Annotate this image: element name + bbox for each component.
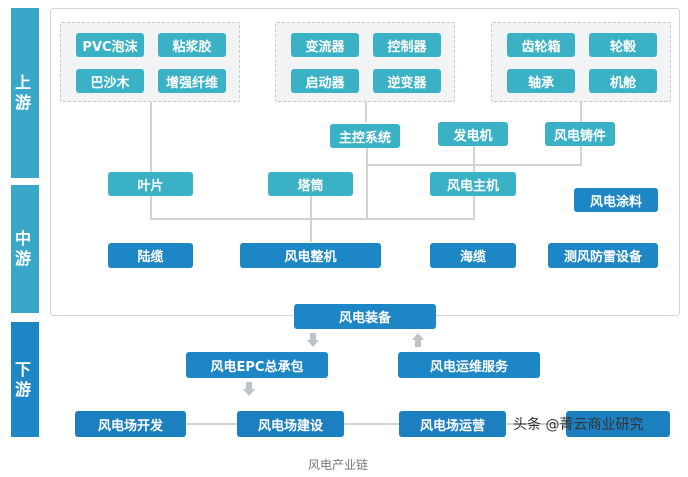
connector	[367, 164, 581, 166]
material-adhesive: 粘浆胶	[158, 33, 226, 57]
wind-farm-chain-end	[566, 411, 670, 437]
stage-upstream-label: 上游	[14, 73, 35, 112]
arrow-down-shaft	[246, 382, 252, 389]
wind-castings: 风电铸件	[545, 122, 615, 146]
material-balsa: 巴沙木	[76, 69, 144, 93]
wind-turbine-main: 风电主机	[430, 172, 516, 196]
chain-connector	[506, 423, 566, 425]
stage-midstream-label: 中游	[14, 229, 35, 268]
sea-cable: 海缆	[430, 243, 516, 268]
chain-connector	[186, 423, 238, 425]
diagram-caption: 风电产业链	[308, 458, 369, 472]
connector	[150, 102, 152, 219]
stage-upstream: 上游	[11, 8, 39, 178]
converter: 变流器	[291, 33, 359, 57]
stage-downstream: 下游	[11, 322, 39, 437]
watermark: 头条 @菁云商业研究	[513, 417, 644, 433]
connector	[366, 148, 368, 218]
arrow-up-icon	[412, 333, 424, 340]
wind-coating: 风电涂料	[574, 188, 658, 212]
bearing: 轴承	[507, 69, 575, 93]
connector	[580, 102, 582, 122]
wind-equipment: 风电装备	[294, 304, 436, 329]
controller: 控制器	[373, 33, 441, 57]
stage-downstream-label: 下游	[14, 359, 35, 399]
connector	[473, 146, 475, 174]
stage-midstream: 中游	[11, 185, 39, 313]
wind-farm-operation: 风电场运营	[399, 411, 506, 437]
chain-connector	[344, 423, 400, 425]
connector	[310, 196, 312, 242]
arrow-down-icon	[243, 389, 255, 396]
wind-epc-contract: 风电EPC总承包	[186, 352, 328, 378]
wind-farm-construction: 风电场建设	[237, 411, 344, 437]
wind-farm-development: 风电场开发	[75, 411, 186, 437]
wind-om-service: 风电运维服务	[398, 352, 540, 378]
starter: 启动器	[291, 69, 359, 93]
hub: 轮毂	[589, 33, 657, 57]
inverter: 逆变器	[373, 69, 441, 93]
connector	[580, 146, 582, 166]
gearbox: 齿轮箱	[507, 33, 575, 57]
arrow-down-shaft	[310, 333, 316, 340]
tower: 塔筒	[268, 172, 353, 196]
generator: 发电机	[438, 122, 508, 146]
complete-turbine: 风电整机	[240, 243, 381, 268]
connector	[473, 196, 475, 220]
material-pvc-foam: PVC泡沫	[76, 33, 144, 57]
connector	[150, 218, 475, 220]
arrow-down-icon	[307, 340, 319, 347]
wind-measure-lightning-equipment: 测风防雷设备	[548, 243, 658, 268]
material-fiber: 增强纤维	[158, 69, 226, 93]
land-cable: 陆缆	[108, 243, 193, 268]
arrow-up-shaft	[415, 340, 421, 347]
main-control-system: 主控系统	[330, 124, 400, 148]
blade: 叶片	[108, 172, 193, 196]
connector	[365, 102, 367, 122]
nacelle: 机舱	[589, 69, 657, 93]
